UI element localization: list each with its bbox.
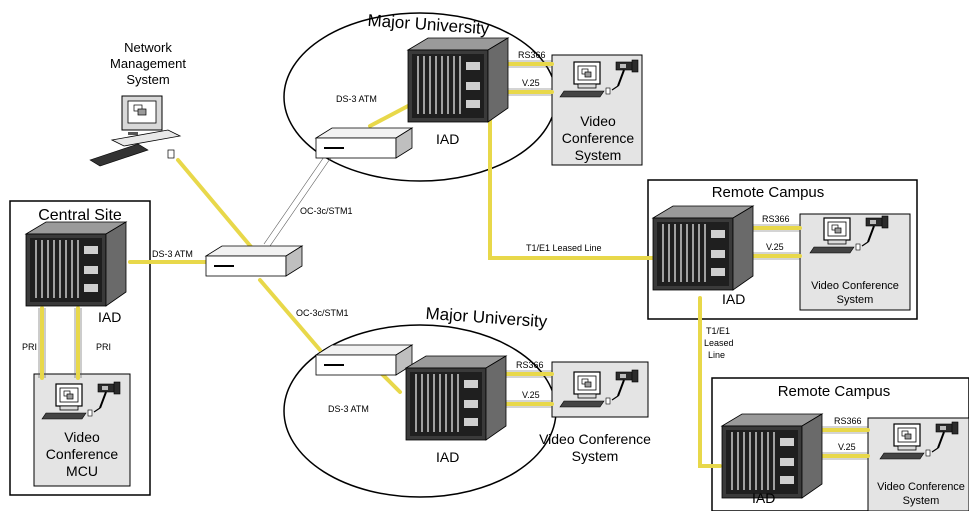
mu-bottom-vc-label-1: Video Conference (539, 431, 651, 447)
central-mcu-label-2: Conference (46, 446, 119, 462)
t1-vertical-label-2: Leased (704, 338, 734, 348)
rc-bottom-port2-label: V.25 (838, 442, 856, 452)
central-mcu-label-1: Video (64, 429, 100, 445)
rc-top-port2-label: V.25 (766, 242, 784, 252)
rc-bottom-iad-device (721, 413, 823, 499)
nms-label-1: Network (124, 40, 172, 55)
rc-top-iad-label: IAD (722, 291, 745, 307)
mu-bottom-iad-device (405, 355, 507, 441)
mu-bottom-atm-switch (315, 344, 413, 376)
nms-label-2: Management (110, 56, 186, 71)
t1-leased-label: T1/E1 Leased Line (526, 243, 602, 253)
mu-bottom-vc-label-2: System (572, 448, 619, 464)
mu-bottom-port1-label: RS366 (516, 360, 544, 370)
mu-top-uplink-label: DS-3 ATM (336, 94, 377, 104)
mu-top-vc-label-1: Video (580, 113, 616, 129)
t1-vertical-label-1: T1/E1 (706, 326, 730, 336)
rc-top-vc-panel (799, 213, 911, 311)
mu-bottom-uplink-label: DS-3 ATM (328, 404, 369, 414)
mu-top-iad-device (407, 37, 509, 123)
mu-top-port1-label: RS366 (518, 50, 546, 60)
central-iad-device (25, 221, 127, 307)
rc-bottom-vc-label-2: System (903, 495, 940, 507)
rc-top-iad-device (652, 205, 754, 291)
central-pri-right-label: PRI (96, 342, 111, 352)
rc-bottom-port1-label: RS366 (834, 416, 862, 426)
central-atm-switch (205, 245, 303, 277)
rc-top-title: Remote Campus (712, 184, 825, 201)
rc-top-port1-label: RS366 (762, 214, 790, 224)
rc-bottom-title: Remote Campus (778, 383, 891, 400)
rc-top-vc-label-2: System (837, 294, 874, 306)
mu-top-atm-switch (315, 127, 413, 159)
nms-label-3: System (126, 72, 169, 87)
mu-top-vc-label-3: System (575, 147, 622, 163)
central-pri-left-label: PRI (22, 342, 37, 352)
network-management-workstation-icon (89, 95, 181, 167)
t1-vertical-label-3: Line (708, 350, 725, 360)
mu-top-vc-label-2: Conference (562, 130, 635, 146)
mu-bottom-iad-label: IAD (436, 449, 459, 465)
mu-bottom-port2-label: V.25 (522, 390, 540, 400)
rc-bottom-vc-label-1: Video Conference (877, 481, 965, 493)
mu-top-port2-label: V.25 (522, 78, 540, 88)
central-mcu-label-3: MCU (66, 463, 98, 479)
central-title: Central Site (38, 207, 122, 224)
rc-top-vc-label-1: Video Conference (811, 280, 899, 292)
central-uplink-label: DS-3 ATM (152, 249, 193, 259)
central-iad-label: IAD (98, 309, 121, 325)
rc-bottom-iad-label: IAD (752, 490, 775, 506)
mu-top-iad-label: IAD (436, 131, 459, 147)
oc3-bottom-label: OC-3c/STM1 (296, 308, 349, 318)
oc3-top-label: OC-3c/STM1 (300, 206, 353, 216)
